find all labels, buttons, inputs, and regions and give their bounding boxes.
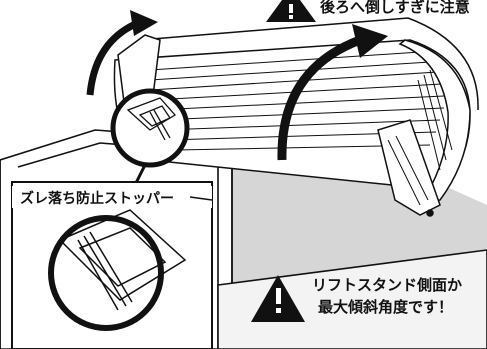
curved-arrow-icon — [86, 10, 158, 96]
warning-triangle-icon — [266, 0, 316, 22]
stopper-label: ズレ落ち防止ストッパー — [20, 190, 174, 207]
side-caption-line1: リフトスタンド側面か — [312, 276, 462, 294]
zoom-circle-lower — [48, 209, 187, 331]
zoom-circle-upper — [110, 88, 190, 168]
top-warning-text: 後ろへ倒しすぎに注意 — [319, 0, 470, 16]
curved-arrow-icon — [277, 24, 388, 161]
side-caption-line2: 最大傾斜角度です！ — [318, 298, 453, 316]
stopper-pointer — [189, 196, 213, 201]
stopper-label-band — [12, 186, 212, 208]
warning-triangle-icon — [251, 275, 305, 322]
air-conditioner-unit — [113, 17, 479, 217]
